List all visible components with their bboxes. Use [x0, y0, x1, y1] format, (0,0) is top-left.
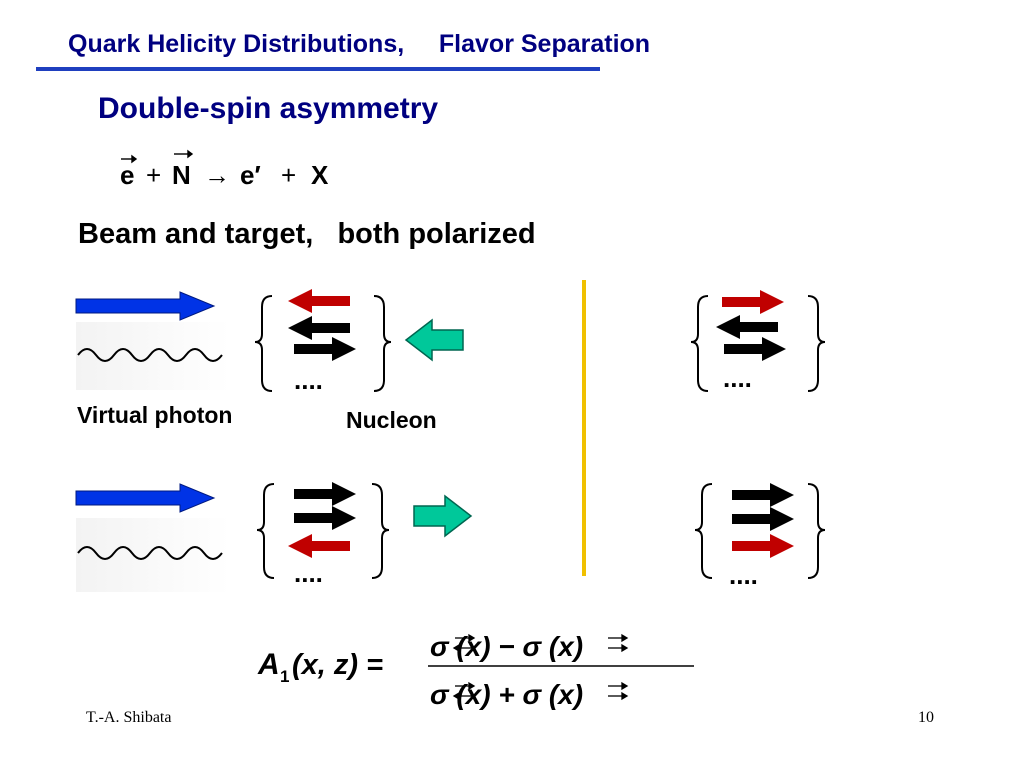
asymmetry-symbol: A: [257, 648, 280, 681]
ellipsis-dots: ....: [294, 558, 323, 588]
photon-direction-arrow: [75, 483, 216, 513]
section-heading: Double-spin asymmetry: [98, 92, 439, 125]
photon-wave: [77, 348, 223, 362]
beam-target-statement: Beam and target, both polarized: [78, 218, 536, 250]
asymmetry-subscript: 1: [280, 667, 289, 686]
right-brace: [373, 295, 392, 392]
photon-group-bottom: [75, 483, 230, 592]
slide-title: Quark Helicity Distributions, Flavor Sep…: [68, 30, 651, 58]
nucleon-state-top-right: [690, 290, 826, 392]
left-brace: [690, 295, 709, 392]
ellipsis-dots: ....: [729, 560, 758, 590]
photon-wave: [77, 546, 223, 560]
ellipsis-dots: ....: [723, 363, 752, 393]
page-number: 10: [918, 709, 934, 726]
nucleon-state-top-left: [254, 289, 392, 392]
quark-spin-arrow-left: [716, 315, 778, 339]
footer-author: T.-A. Shibata: [86, 709, 172, 726]
asymmetry-formula: A 1 (x, z) = σ (x) − σ (x) σ (x) + σ (x): [257, 631, 694, 710]
plus-sign-2: +: [281, 160, 296, 190]
plus-sign: +: [146, 160, 161, 190]
asymmetry-arguments: (x, z) =: [292, 649, 383, 681]
scattered-electron-symbol: e′: [240, 160, 261, 190]
nucleon-state-bottom-right: [694, 483, 826, 579]
quark-spin-arrow-right: [732, 507, 794, 531]
right-brace: [807, 483, 826, 579]
quark-spin-arrow-left: [288, 316, 350, 340]
nucleon-spin-indicator-left: [404, 318, 464, 362]
right-brace: [807, 295, 826, 392]
virtual-photon-label: Virtual photon: [77, 402, 233, 428]
left-brace: [256, 483, 275, 579]
polarization-vector-marks: [121, 149, 194, 164]
beam-electron-symbol: e: [120, 160, 134, 190]
left-brace: [694, 483, 713, 579]
quark-spin-arrow-right: [724, 337, 786, 361]
title-underline: [36, 67, 600, 71]
nucleon-state-bottom-left: [256, 482, 390, 579]
ellipsis-dots: ....: [294, 365, 323, 395]
quark-spin-arrow-right: [294, 337, 356, 361]
formula-numerator: σ (x) − σ (x): [430, 631, 583, 662]
quark-spin-arrow-right-red: [722, 290, 784, 314]
left-brace: [254, 295, 273, 392]
photon-backdrop: [76, 322, 230, 390]
quark-spin-arrow-left-red: [288, 534, 350, 558]
reaction-arrow: →: [204, 160, 230, 190]
quark-spin-arrow-left-red: [288, 289, 350, 313]
right-brace: [371, 483, 390, 579]
formula-denominator: σ (x) + σ (x): [430, 679, 583, 710]
photon-direction-arrow: [75, 291, 216, 321]
nucleon-label: Nucleon: [346, 407, 437, 433]
quark-spin-arrow-right: [294, 506, 356, 530]
photon-group-top: [75, 291, 230, 390]
helicity-arrow-marks: [452, 633, 629, 701]
nucleon-spin-indicator-right: [413, 494, 473, 538]
reaction-equation: e + N → e′ + X: [120, 149, 329, 190]
target-nucleon-symbol: N: [172, 160, 191, 190]
quark-spin-arrow-right: [294, 482, 356, 506]
spin-configuration-diagram: .... .... .... ....: [75, 280, 826, 592]
quark-spin-arrow-right-red: [732, 534, 794, 558]
final-state-symbol: X: [311, 160, 329, 190]
quark-spin-arrow-right: [732, 483, 794, 507]
